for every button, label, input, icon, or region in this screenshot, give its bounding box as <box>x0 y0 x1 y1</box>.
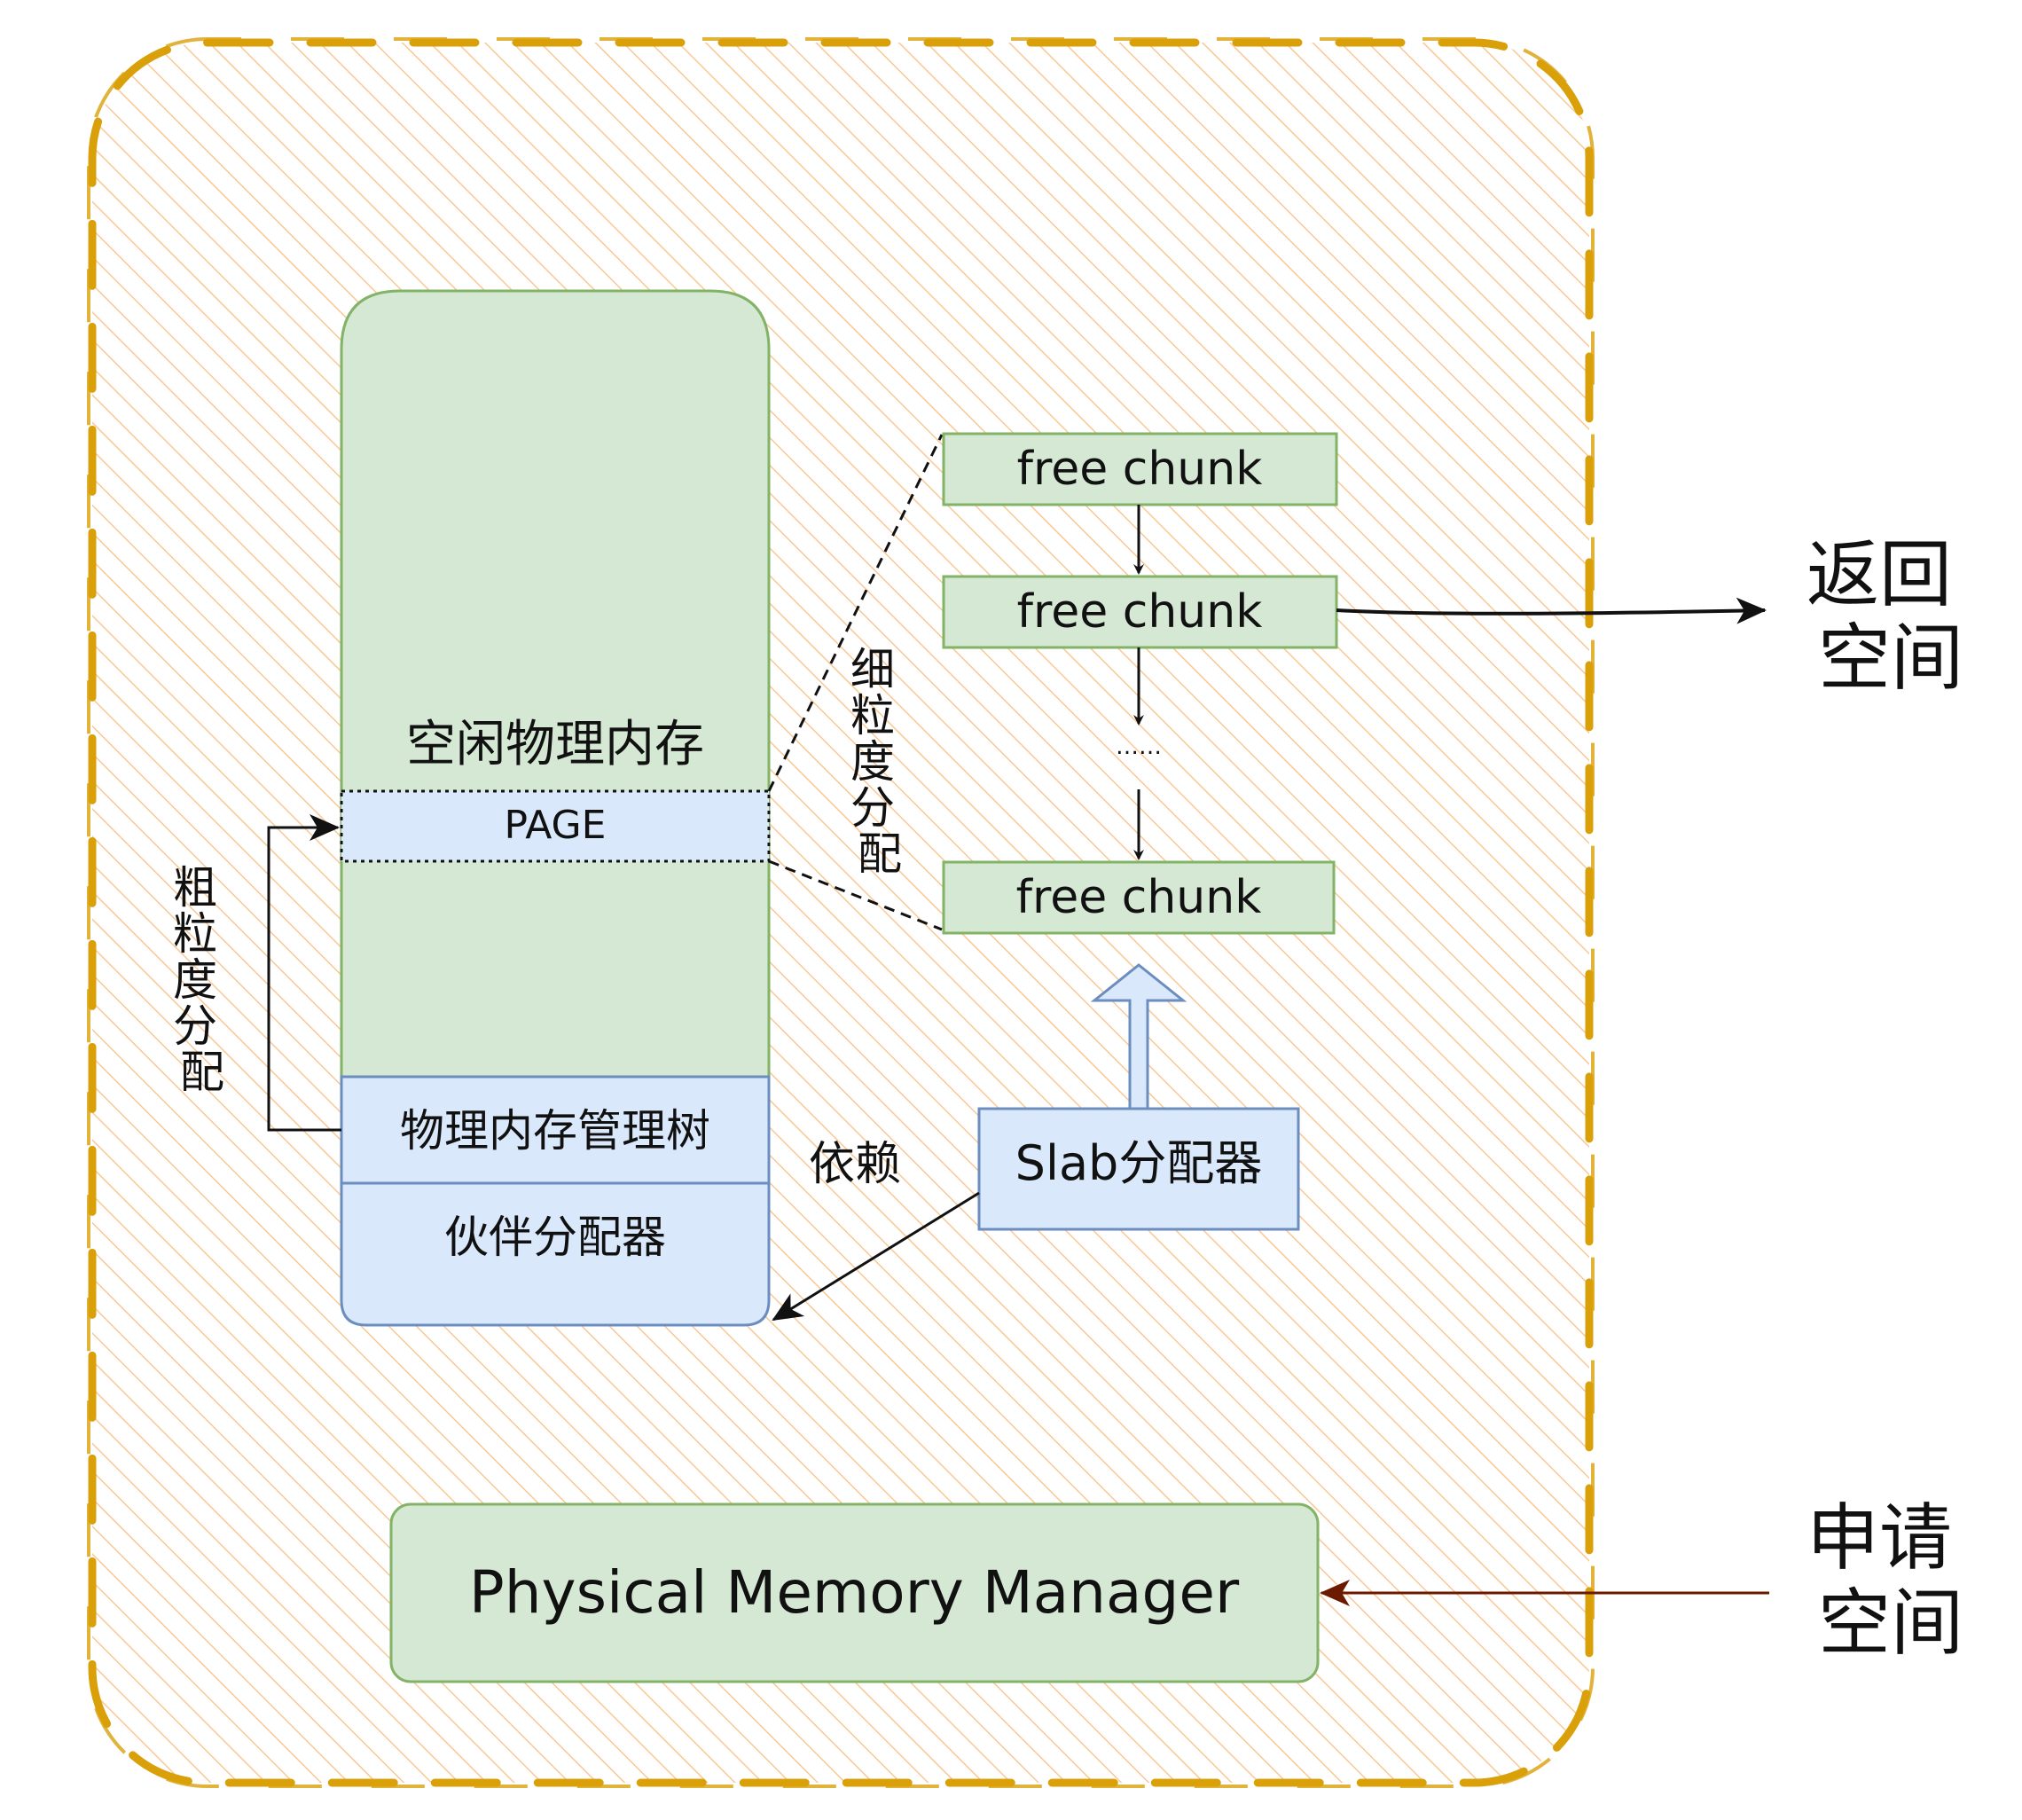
coarse-char-4: 分 <box>173 1000 217 1052</box>
return-line-2: 空间 <box>1818 616 1963 701</box>
free-chunk-1 <box>942 432 1338 506</box>
memory-tree-block <box>340 1075 771 1185</box>
fine-char-4: 分 <box>850 782 895 834</box>
buddy-allocator-block <box>340 1181 771 1327</box>
request-space-label: 申请 空间 <box>1806 1496 1975 1666</box>
coarse-char-2: 粒 <box>173 908 217 960</box>
slab-supply-arrow <box>1090 963 1187 1110</box>
free-chunk-1-label: free chunk <box>1017 443 1263 496</box>
free-chunk-list: free chunk free chunk free chunk …… <box>942 432 1338 935</box>
coarse-char-3: 度 <box>173 954 217 1006</box>
return-line-1: 返回 <box>1806 533 1952 617</box>
physical-memory-manager <box>389 1502 1320 1683</box>
coarse-char-5: 配 <box>180 1047 224 1098</box>
request-line-2: 空间 <box>1818 1581 1963 1666</box>
free-memory-title: 空闲物理内存 <box>406 716 704 773</box>
buddy-allocator-label: 伙伴分配器 <box>444 1212 666 1263</box>
coarse-char-1: 粗 <box>173 862 217 914</box>
free-chunk-2 <box>942 575 1338 649</box>
fine-char-1: 细 <box>850 644 895 695</box>
fine-char-3: 度 <box>850 736 895 788</box>
request-line-1: 申请 <box>1806 1496 1952 1581</box>
return-space-arrow <box>1336 597 1767 624</box>
fine-char-5: 配 <box>858 828 902 880</box>
page-label: PAGE <box>505 803 607 848</box>
fine-allocation-label: 细 粒 度 分 配 <box>850 644 909 880</box>
free-chunk-3-label: free chunk <box>1016 871 1262 924</box>
chunk-ellipsis: …… <box>1116 733 1162 760</box>
coarse-allocation-label: 粗 粒 度 分 配 <box>173 862 231 1098</box>
dependency-label: 依赖 <box>809 1138 901 1191</box>
free-memory-column: 空闲物理内存 PAGE 物理内存管理树 伙伴分配器 <box>340 289 771 1327</box>
fine-zoom-line-top <box>767 434 944 792</box>
fine-zoom-line-bottom <box>768 859 943 931</box>
fine-char-2: 粒 <box>850 690 895 741</box>
physical-memory-manager-label: Physical Memory Manager <box>469 1558 1240 1627</box>
coarse-allocation-arrow <box>267 814 341 1132</box>
page-block <box>340 789 771 863</box>
free-chunk-2-label: free chunk <box>1017 585 1263 639</box>
memory-tree-label: 物理内存管理树 <box>400 1105 710 1157</box>
return-space-label: 返回 空间 <box>1806 533 1975 701</box>
slab-allocator-block <box>977 1107 1300 1231</box>
dependency-arrow <box>772 1191 980 1322</box>
free-chunk-3 <box>942 860 1336 935</box>
free-memory-block <box>340 289 771 1079</box>
slab-allocator-label: Slab分配器 <box>1015 1135 1263 1191</box>
